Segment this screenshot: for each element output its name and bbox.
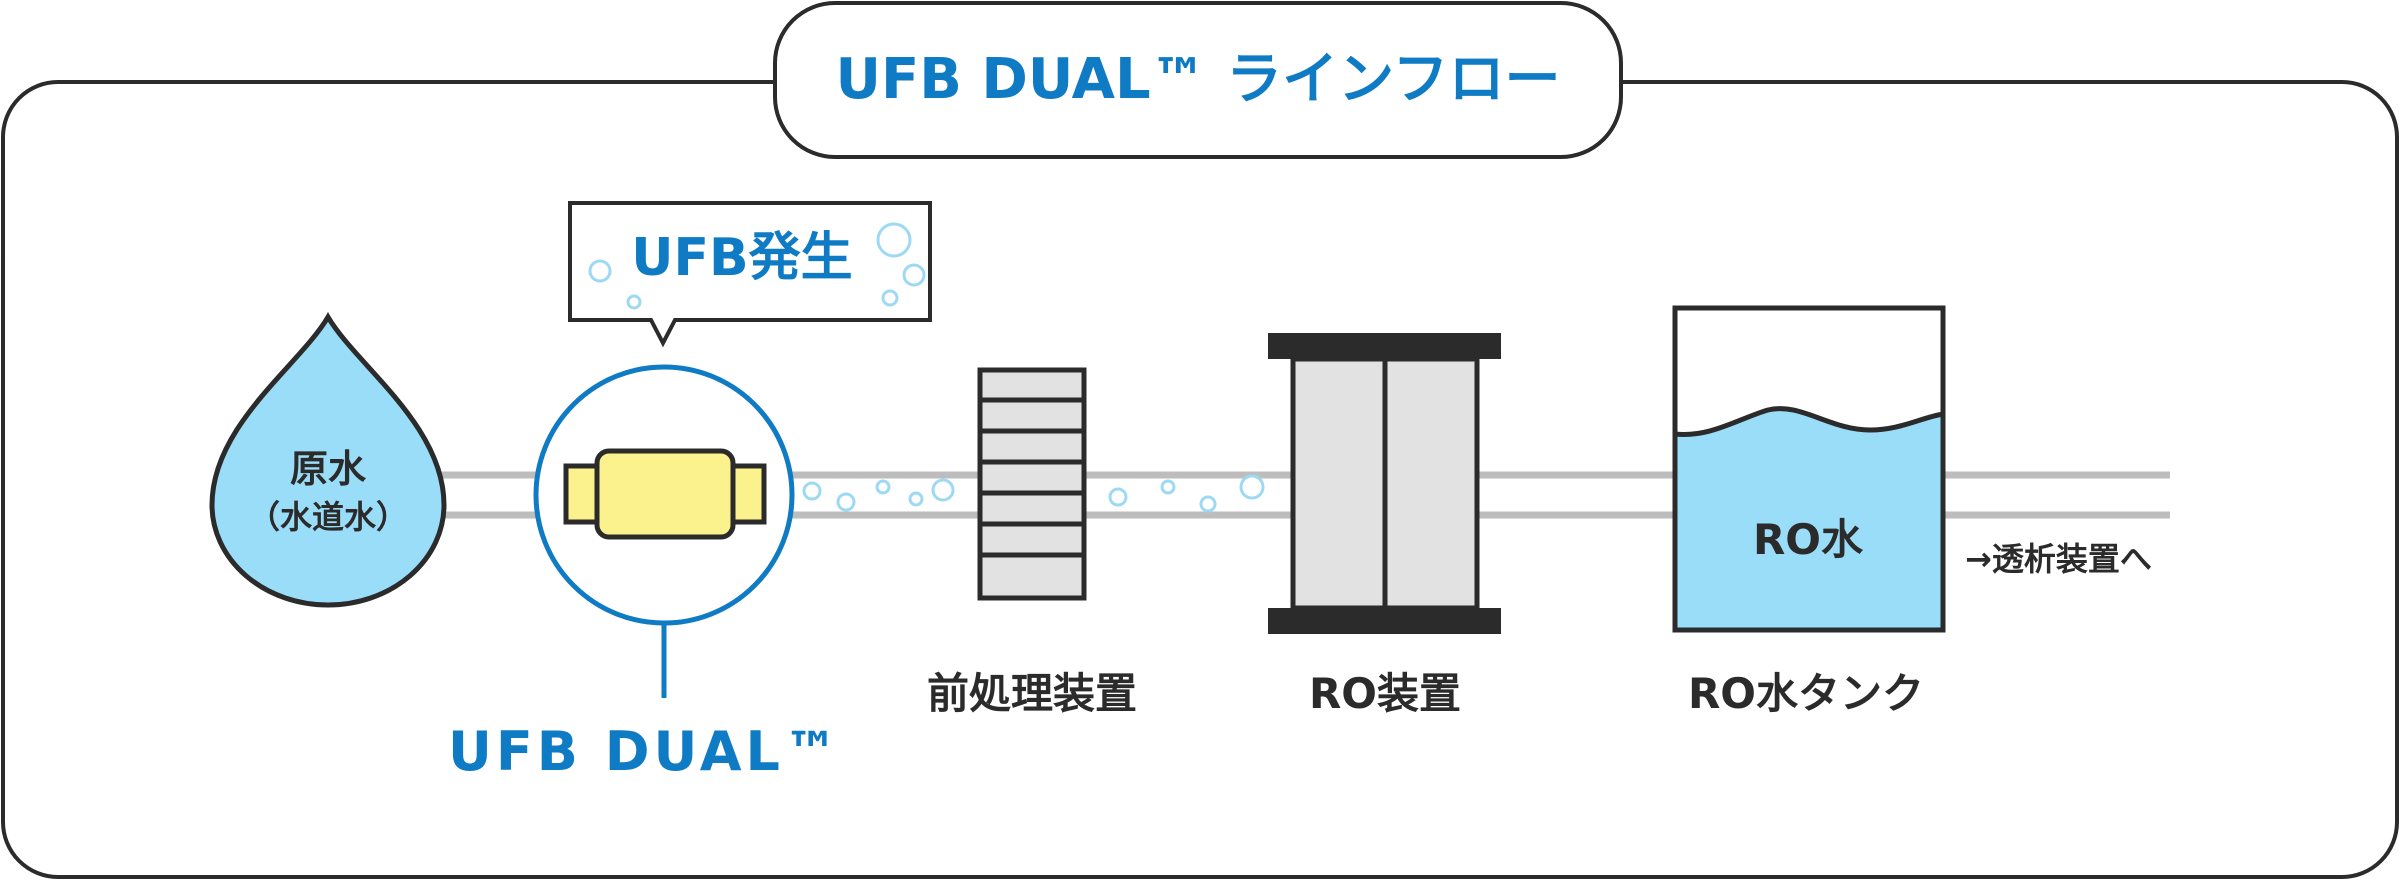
bubble-icon [902, 263, 926, 287]
title-badge: UFB DUAL™ ラインフロー [773, 1, 1623, 159]
pretreatment-unit: 前処理装置 [927, 367, 1137, 718]
bubble-icon [1239, 474, 1265, 500]
ufb-dual-device: UFB DUAL™ [448, 364, 842, 783]
ro-unit-top-plate [1268, 333, 1501, 359]
raw-water-drop: 原水 （水道水） [209, 312, 447, 608]
ro-unit-bottom-plate [1268, 608, 1501, 634]
bubble-icon [836, 492, 856, 512]
destination-label: →透析装置へ [1965, 540, 2152, 578]
pretreatment-body [977, 367, 1087, 601]
tank-water [1675, 408, 1943, 630]
pretreatment-label: 前処理装置 [927, 669, 1137, 718]
bubble-icon [881, 289, 899, 307]
bubble-icon [908, 491, 924, 507]
pipe-bubbles [802, 474, 1265, 513]
bubble-icon [875, 479, 891, 495]
bubble-icon [876, 222, 912, 258]
raw-water-label: 原水 [290, 447, 367, 491]
ro-membrane-left [1290, 356, 1388, 611]
tank-outline [1672, 305, 1946, 633]
tank-water-surface [1674, 406, 1944, 438]
ro-unit: RO装置 [1268, 333, 1501, 718]
bubble-icon [626, 294, 642, 310]
callout-text: UFB発生 [631, 228, 852, 288]
callout-bubbles [588, 222, 926, 310]
tank-content-label: RO水 [1753, 515, 1864, 564]
tap-water-label: （水道水） [248, 498, 408, 536]
bubble-icon [1108, 487, 1128, 507]
ro-unit-label: RO装置 [1309, 669, 1461, 718]
ro-tank-label: RO水タンク [1688, 669, 1924, 718]
bubble-icon [1199, 495, 1217, 513]
ufb-generation-callout: UFB発生 [568, 201, 932, 348]
ro-membrane-right [1382, 356, 1480, 611]
device-label: UFB DUAL™ [448, 720, 842, 783]
device-body [594, 448, 736, 540]
ro-water-tank: RO水 RO水タンク [1672, 305, 1946, 718]
bubble-icon [588, 259, 612, 283]
diagram-title: UFB DUAL™ ラインフロー [836, 47, 1561, 112]
bubble-icon [931, 478, 955, 502]
bubble-icon [802, 481, 822, 501]
device-end-cap-right [727, 463, 767, 525]
bubble-icon [1160, 479, 1176, 495]
pretreatment-filter-lines [980, 397, 1084, 558]
